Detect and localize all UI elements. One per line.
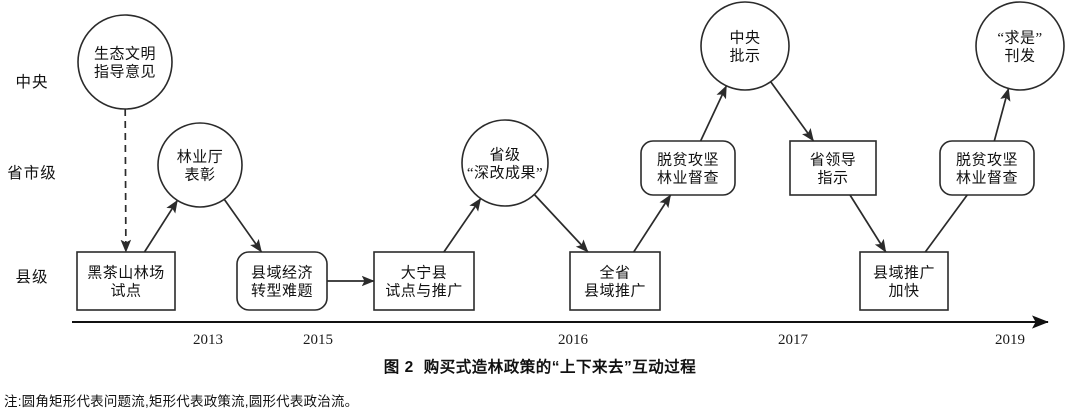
- node-label-line: 全省: [599, 264, 630, 282]
- node-label-line: “求是”: [997, 30, 1042, 47]
- node-label-line: 县域经济: [251, 265, 313, 282]
- node-label-line: 县域推广: [873, 265, 935, 282]
- row-label-county: 县级: [15, 268, 48, 286]
- connection-supervision-to-central-instruction: [699, 85, 728, 142]
- node-shape-rounded: [939, 140, 1035, 196]
- connection-daning-pilot-to-deep-reform: [443, 197, 482, 253]
- connection-guidance-to-pilot: [120, 108, 132, 253]
- node-label-line: 林业厅: [177, 149, 224, 166]
- node-shape-circle: [461, 119, 549, 207]
- node-label-line: 省领导: [810, 152, 857, 169]
- node-label-line: 加快: [888, 283, 919, 300]
- connection-pilot-to-commendation: [143, 199, 179, 253]
- row-label-central: 中央: [15, 73, 48, 91]
- year-label-2013: 2013: [193, 332, 223, 348]
- node-label-line: “深改成果”: [467, 165, 543, 182]
- node-label-line: 指导意见: [94, 63, 156, 81]
- node-shape-rounded: [640, 140, 736, 196]
- node-label-line: 黑茶山林场: [87, 265, 165, 282]
- node-shape-circle: [975, 1, 1065, 91]
- node-label-line: 林业督查: [657, 170, 719, 187]
- node-label-line: 生态文明: [94, 46, 156, 63]
- node-label-line: 刊发: [1004, 48, 1035, 65]
- node-shape-circle: [700, 1, 790, 91]
- connection-provincial-leader-to-county-accelerated: [849, 194, 887, 253]
- year-label-2017: 2017: [778, 332, 809, 348]
- node-label-line: 省级: [489, 147, 520, 164]
- node-provincial-deep-reform-result: 省级“深改成果”: [461, 119, 549, 207]
- connection-central-instruction-to-provincial-leader: [770, 81, 815, 142]
- node-label-line: 脱贫攻坚: [657, 152, 719, 169]
- row-label-provincial-municipal: 省市级: [7, 164, 57, 182]
- node-label-line: 指示: [817, 170, 848, 187]
- timeline-year-labels: 2013 2015 2016 2017 2019: [193, 332, 1025, 348]
- node-label-line: 试点与推广: [385, 283, 463, 300]
- node-label-line: 批示: [729, 48, 760, 65]
- node-shape-rounded: [236, 251, 328, 311]
- connection-province-wide-to-supervision: [632, 194, 672, 253]
- node-shape-rect: [373, 251, 475, 311]
- node-label-line: 县域推广: [584, 283, 646, 300]
- year-label-2015: 2015: [303, 332, 333, 348]
- figure-caption-number: 图 2: [383, 359, 414, 376]
- node-shape-rect: [569, 251, 661, 311]
- connection-supervision-2-to-qiushi: [993, 87, 1011, 142]
- node-label-line: 脱贫攻坚: [956, 152, 1018, 169]
- figure-caption: 图 2 购买式造林政策的“上下来去”互动过程: [0, 355, 1080, 377]
- node-shape-rect: [859, 251, 949, 311]
- connection-deep-reform-to-province-wide: [533, 193, 589, 253]
- node-shape-circle: [77, 14, 173, 110]
- node-qiushi-publication: “求是”刊发: [975, 1, 1065, 91]
- figure-caption-title: 购买式造林政策的“上下来去”互动过程: [423, 359, 697, 376]
- connection-commendation-to-transition-problem: [223, 198, 263, 253]
- node-label-line: 试点: [110, 283, 141, 300]
- diagram-nodes: 生态文明指导意见林业厅表彰黑茶山林场试点县域经济转型难题大宁县试点与推广省级“深…: [76, 1, 1065, 311]
- connection-county-accelerated-to-supervision-2: [924, 194, 968, 253]
- year-label-2019: 2019: [995, 332, 1025, 348]
- node-label-line: 林业督查: [956, 170, 1018, 187]
- figure-note: 注:圆角矩形代表问题流,矩形代表政策流,圆形代表政治流。: [4, 394, 359, 409]
- node-shape-rect: [76, 251, 176, 311]
- connection-lines: [120, 81, 1011, 287]
- node-shape-circle: [157, 122, 243, 208]
- node-shape-rect: [789, 140, 877, 196]
- year-label-2016: 2016: [558, 332, 589, 348]
- node-label-line: 中央: [729, 30, 760, 47]
- node-label-line: 大宁县: [401, 265, 448, 282]
- node-label-line: 转型难题: [251, 283, 313, 300]
- node-label-line: 表彰: [184, 166, 215, 184]
